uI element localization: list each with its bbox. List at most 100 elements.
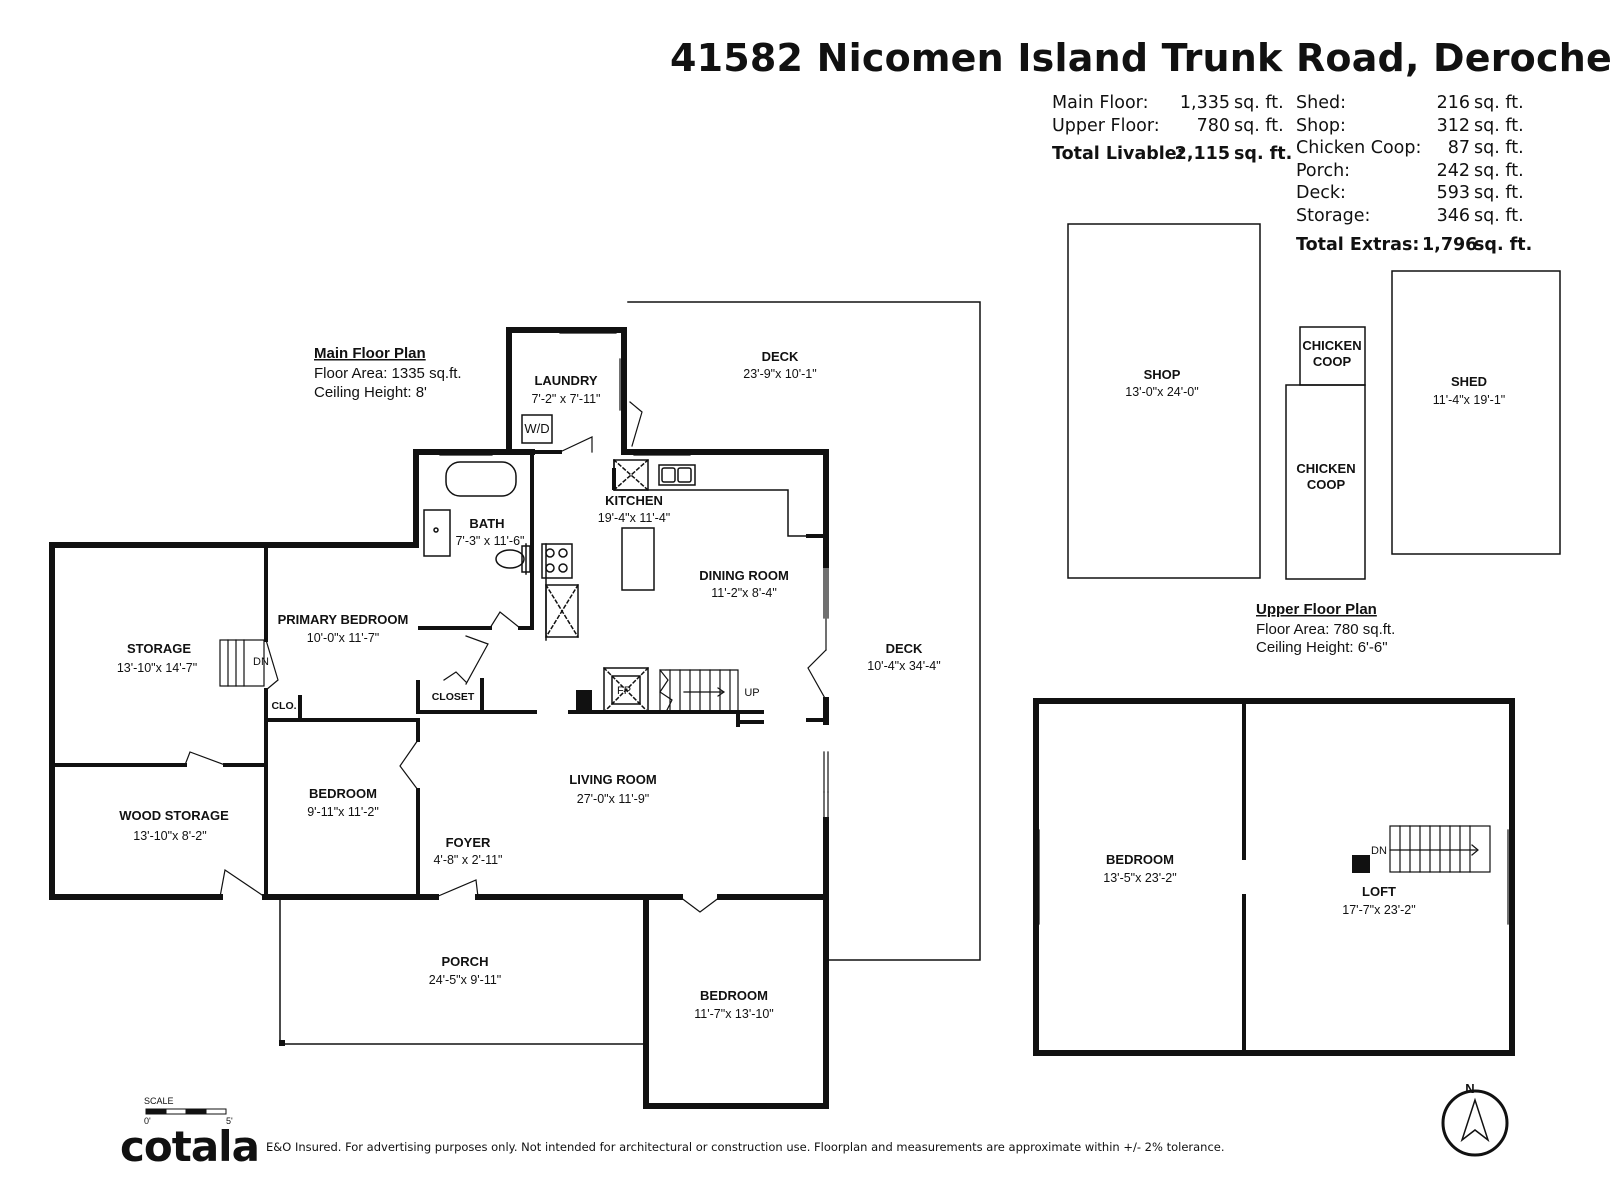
room-name-shop: SHOP	[1144, 367, 1181, 382]
room-name-wood-storage: WOOD STORAGE	[119, 808, 229, 823]
shed-outline	[1391, 270, 1561, 555]
area-unit: sq. ft.	[1474, 183, 1524, 203]
area-value: 87	[1447, 138, 1470, 158]
room-name-porch: PORCH	[442, 954, 489, 969]
area-label: Chicken Coop:	[1296, 138, 1422, 158]
area-value: 242	[1436, 160, 1470, 181]
porch-outline	[279, 898, 645, 1045]
room-dims-bedroom-2: 11'-7"x 13'-10"	[694, 1007, 773, 1021]
area-value: 1,796	[1422, 235, 1478, 255]
area-label: Shop:	[1296, 115, 1346, 136]
room-name-shed: SHED	[1451, 374, 1487, 389]
area-unit: sq. ft.	[1474, 93, 1524, 113]
room-name-chicken-coop-1b: COOP	[1313, 354, 1352, 369]
wood-stove	[576, 690, 592, 710]
upper-chimney	[1352, 855, 1370, 873]
upper-plan-area: Floor Area: 780 sq.ft.	[1256, 621, 1395, 638]
area-value: 312	[1436, 115, 1470, 136]
area-value: 1,335	[1179, 93, 1230, 113]
area-row-total-extras: Total Extras: 1,796 sq. ft.	[1296, 234, 1532, 257]
area-label: Main Floor:	[1052, 93, 1149, 113]
doors	[184, 401, 827, 913]
deck-outline	[627, 301, 981, 961]
room-dims-foyer: 4'-8" x 2'-11"	[433, 853, 502, 867]
area-row-deck: Deck: 593 sq. ft.	[1296, 182, 1532, 205]
main-plan-title: Main Floor Plan	[314, 345, 426, 362]
area-unit: sq. ft.	[1234, 93, 1284, 113]
area-row-storage: Storage: 346 sq. ft.	[1296, 205, 1532, 228]
area-value: 346	[1436, 205, 1470, 226]
area-value: 780	[1196, 115, 1230, 136]
room-name-chicken-coop-2b: COOP	[1307, 477, 1346, 492]
area-label: Total Extras:	[1296, 235, 1420, 255]
area-row-total-livable: Total Livable: 2,115 sq. ft.	[1052, 143, 1292, 166]
area-label: Shed:	[1296, 93, 1346, 113]
label-fp: FP	[617, 685, 631, 697]
room-dims-shop: 13'-0"x 24'-0"	[1125, 385, 1198, 399]
north-arrow-icon	[1441, 1089, 1509, 1157]
room-name-kitchen: KITCHEN	[605, 493, 663, 508]
room-dims-bedroom-1: 9'-11"x 11'-2"	[307, 805, 379, 819]
disclaimer-text: E&O Insured. For advertising purposes on…	[266, 1140, 1225, 1154]
area-value: 2,115	[1174, 144, 1230, 164]
area-value: 593	[1436, 183, 1470, 203]
upper-plan-title: Upper Floor Plan	[1256, 601, 1377, 618]
room-dims-shed: 11'-4"x 19'-1"	[1433, 393, 1505, 407]
area-row-main: Main Floor: 1,335 sq. ft.	[1052, 92, 1292, 115]
room-dims-laundry: 7'-2" x 7'-11"	[531, 392, 600, 406]
room-name-chicken-coop-1a: CHICKEN	[1302, 338, 1361, 353]
room-dims-primary-bedroom: 10'-0"x 11'-7"	[307, 631, 379, 645]
room-name-living: LIVING ROOM	[569, 772, 656, 787]
chicken-coop-2-outline	[1285, 384, 1366, 580]
property-address: 41582 Nicomen Island Trunk Road, Deroche	[670, 36, 1612, 80]
room-labels: LAUNDRY DECK BATH KITCHEN DINING ROOM DE…	[117, 338, 1505, 1126]
room-dims-living: 27'-0"x 11'-9"	[577, 792, 649, 806]
area-label: Porch:	[1296, 160, 1351, 181]
room-dims-upper-bedroom: 13'-5"x 23'-2"	[1103, 871, 1176, 885]
area-summary-extras: Shed: 216 sq. ft. Shop: 312 sq. ft. Chic…	[1296, 92, 1532, 257]
main-plan-area: Floor Area: 1335 sq.ft.	[314, 365, 462, 382]
label-closet: CLOSET	[432, 691, 475, 703]
room-dims-deck-top: 23'-9"x 10'-1"	[743, 367, 816, 381]
area-row-porch: Porch: 242 sq. ft.	[1296, 160, 1532, 183]
area-unit: sq. ft.	[1234, 144, 1293, 164]
fireplace	[602, 666, 650, 714]
label-clo: CLO.	[271, 700, 296, 712]
kitchen-counters	[541, 458, 819, 641]
scale-zero: 0'	[144, 1116, 151, 1126]
label-wd: W/D	[524, 421, 549, 436]
shop-outline	[1067, 223, 1261, 579]
room-dims-bath: 7'-3" x 11'-6"	[455, 534, 524, 548]
area-unit: sq. ft.	[1234, 115, 1284, 136]
room-name-laundry: LAUNDRY	[534, 373, 597, 388]
area-unit: sq. ft.	[1474, 235, 1533, 255]
room-dims-kitchen: 19'-4"x 11'-4"	[598, 511, 670, 525]
room-name-dining: DINING ROOM	[699, 568, 789, 583]
area-label: Storage:	[1296, 205, 1371, 226]
area-value: 216	[1436, 93, 1470, 113]
area-row-shop: Shop: 312 sq. ft.	[1296, 115, 1532, 138]
area-unit: sq. ft.	[1474, 138, 1524, 158]
room-name-storage: STORAGE	[127, 641, 191, 656]
area-label: Total Livable:	[1052, 144, 1184, 164]
room-name-deck-top: DECK	[762, 349, 799, 364]
exterior-walls	[49, 327, 829, 1109]
scale-label: SCALE	[144, 1096, 174, 1106]
room-name-bedroom-1: BEDROOM	[309, 786, 377, 801]
logo-text: cotala	[120, 1122, 260, 1171]
upper-windows	[1034, 829, 1513, 925]
area-unit: sq. ft.	[1474, 205, 1524, 226]
area-unit: sq. ft.	[1474, 115, 1524, 136]
label-north: N	[1465, 1081, 1474, 1096]
upper-plan-ceiling: Ceiling Height: 6'-6"	[1256, 639, 1388, 656]
porch-post	[279, 1040, 285, 1046]
area-row-upper: Upper Floor: 780 sq. ft.	[1052, 115, 1292, 138]
room-name-bath: BATH	[469, 516, 504, 531]
label-up: UP	[744, 687, 759, 699]
room-dims-deck-right: 10'-4"x 34'-4"	[867, 659, 940, 673]
room-name-deck-right: DECK	[886, 641, 923, 656]
area-unit: sq. ft.	[1474, 160, 1524, 181]
room-name-primary-bedroom: PRIMARY BEDROOM	[278, 612, 409, 627]
upper-stairs	[1389, 825, 1491, 873]
